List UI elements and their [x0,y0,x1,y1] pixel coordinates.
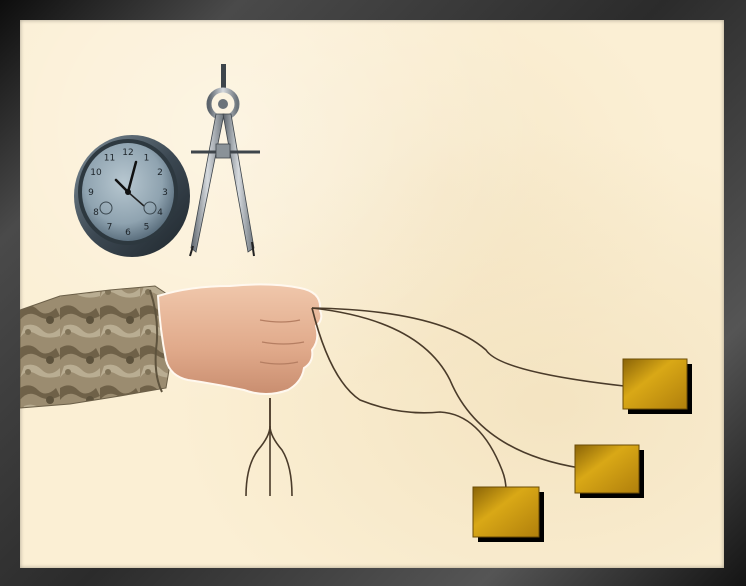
clock-numeral: 8 [93,208,99,218]
fist [158,284,321,394]
compass-leg-left [191,114,224,252]
clock-numeral: 1 [144,153,150,163]
gold-box-top [623,359,692,414]
clock-numeral: 4 [157,208,163,218]
hanging-string-right [270,426,292,496]
gold-box-icon [473,487,539,537]
clock-numeral: 6 [125,228,131,238]
compass-crossbar-knob [216,144,230,158]
gold-box-icon [575,445,639,493]
clock-numeral: 10 [90,168,102,178]
string-to-box-bottom [312,308,506,490]
clock-numeral: 7 [107,223,113,233]
gold-box-icon [623,359,687,409]
compass-leg-right [223,114,254,252]
fist-hand-icon [20,284,321,408]
clock-numeral: 12 [122,148,133,158]
clock-numeral: 2 [157,168,163,178]
clock-numeral: 3 [162,188,168,198]
drafting-compass-icon [190,64,260,256]
compass-hinge-pin [218,99,228,109]
camo-sleeve [20,286,174,408]
clock-numeral: 11 [104,153,115,163]
clock-numeral: 9 [88,188,94,198]
clock-center-pin [125,189,131,195]
clock-numeral: 5 [144,223,150,233]
string-to-box-middle [312,308,580,468]
hanging-string-left [246,398,270,496]
string-to-box-top [312,308,624,386]
gold-box-bottom [473,487,544,542]
gold-box-middle [575,445,644,498]
